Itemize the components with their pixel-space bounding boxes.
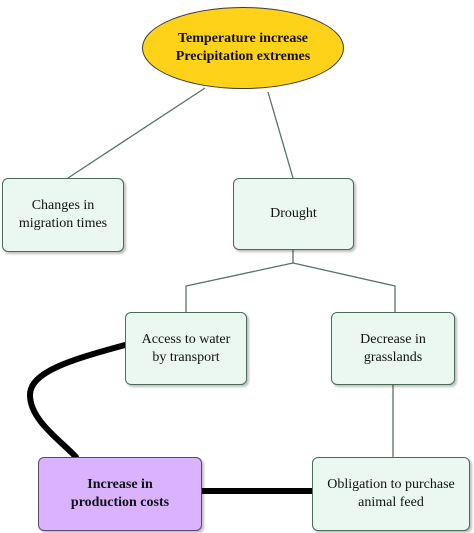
root-line-2: Precipitation extremes	[175, 49, 311, 64]
root-line-1: Temperature increase	[178, 31, 308, 46]
edge-drought-split	[185, 250, 294, 312]
feed-node: Obligation to purchase animal feed	[312, 457, 470, 531]
edge-drought-grasslands	[292, 262, 396, 312]
drought-node: Drought	[233, 178, 354, 250]
grasslands-line-1: Decrease in	[360, 331, 426, 347]
migration-line-1: Changes in	[31, 198, 95, 213]
water-node: Access to water by transport	[125, 312, 247, 385]
migration-node: Changes in migration times	[2, 178, 124, 252]
water-line-2: by transport	[152, 349, 220, 365]
drought-line-1: Drought	[270, 206, 317, 221]
water-line-1: Access to water	[141, 331, 231, 347]
costs-node: Increase in production costs	[38, 457, 202, 531]
feed-line-1: Obligation to purchase	[327, 477, 455, 492]
root-node: Temperature increase Precipitation extre…	[142, 7, 344, 89]
grasslands-line-2: grasslands	[363, 349, 423, 365]
grasslands-node: Decrease in grasslands	[331, 312, 455, 385]
edge-root-drought	[267, 91, 294, 179]
feed-line-2: animal feed	[358, 495, 424, 510]
migration-line-2: migration times	[18, 216, 108, 231]
costs-line-1: Increase in	[87, 477, 153, 492]
costs-line-2: production costs	[70, 495, 170, 510]
edge-costs-water-bold	[26, 342, 128, 460]
edge-root-migration	[67, 87, 206, 179]
